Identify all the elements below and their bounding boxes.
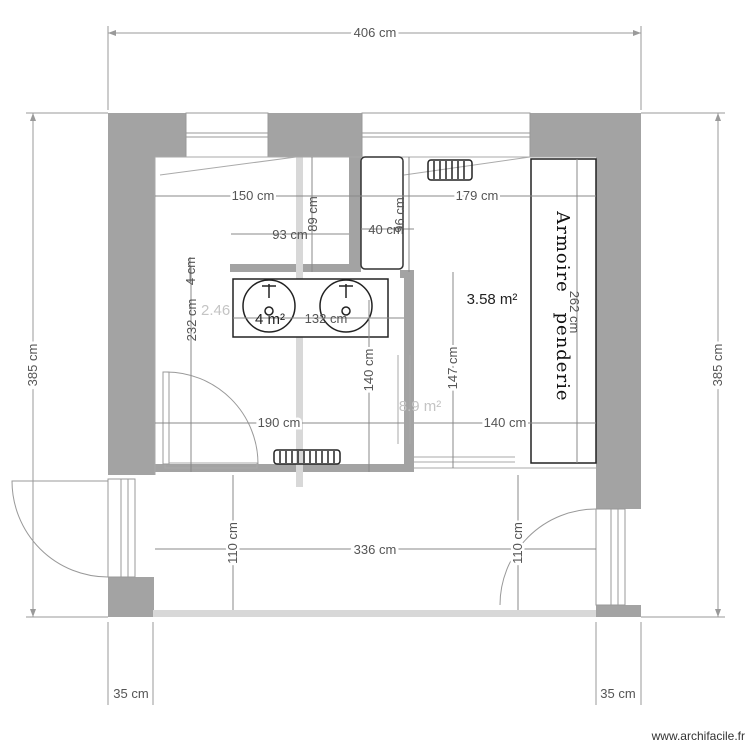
area-partial-label: 2.46 <box>201 302 230 319</box>
dim-left-height: 385 cm <box>25 344 40 387</box>
dim-alcove-width: 93 cm <box>272 227 307 242</box>
dim-overall-width: 406 cm <box>354 25 397 40</box>
dim-right-height: 385 cm <box>710 344 725 387</box>
area-vanity-label: 4 m² <box>255 311 285 328</box>
dimension-labels: 406 cm 385 cm 385 cm 35 cm 35 cm 150 cm … <box>22 22 728 701</box>
dim-closet-width: 40 cm <box>368 222 403 237</box>
dim-wardrobe-length: 262 cm <box>567 291 582 334</box>
area-room-label: 8.9 m² <box>399 398 442 415</box>
walls <box>108 113 641 617</box>
credit-link[interactable]: www.archifacile.fr <box>651 729 745 743</box>
wardrobe-label: Armoire penderie <box>552 210 573 401</box>
closet-cabinet <box>360 156 404 270</box>
bottom-radiator-icon <box>273 449 341 465</box>
dim-hall-left-depth: 110 cm <box>225 522 240 564</box>
dim-hall-right-depth: 110 cm <box>510 522 525 564</box>
dim-small-4: 4 cm <box>183 257 198 285</box>
double-vanity <box>232 278 389 338</box>
dim-bottom-left-wall: 35 cm <box>113 686 148 701</box>
area-bathroom-label: 3.58 m² <box>467 291 518 308</box>
left-sink-icon <box>242 279 296 333</box>
dim-top-left-width: 150 cm <box>232 188 275 203</box>
left-exterior-door <box>11 478 122 578</box>
dim-top-right-width: 179 cm <box>456 188 499 203</box>
dim-alcove-height: 89 cm <box>305 196 320 231</box>
dim-lower-left-width: 190 cm <box>258 415 301 430</box>
dimension-lines <box>26 26 725 705</box>
dim-lower-right-width: 140 cm <box>484 415 527 430</box>
dim-vanity-width: 132 cm <box>305 311 348 326</box>
dim-vanity-depth: 232 cm <box>184 299 199 342</box>
dim-hall-width: 336 cm <box>354 542 397 557</box>
top-radiator-icon <box>427 159 473 181</box>
right-sink-icon <box>319 279 373 333</box>
wardrobe-label-line2: penderie <box>552 313 573 402</box>
dim-partition-height: 140 cm <box>361 349 376 392</box>
dimension-arrows <box>30 30 721 617</box>
dim-bottom-right-wall: 35 cm <box>600 686 635 701</box>
wardrobe-label-line1: Armoire <box>552 210 573 293</box>
wardrobe-cabinet <box>530 158 597 464</box>
dim-closet-height: 96 cm <box>392 197 407 232</box>
side-windows <box>120 478 626 606</box>
dim-opening-height: 147 cm <box>445 347 460 390</box>
interior-dimension-lines <box>155 157 596 610</box>
room-door <box>162 371 259 465</box>
right-hall-door <box>499 508 612 606</box>
